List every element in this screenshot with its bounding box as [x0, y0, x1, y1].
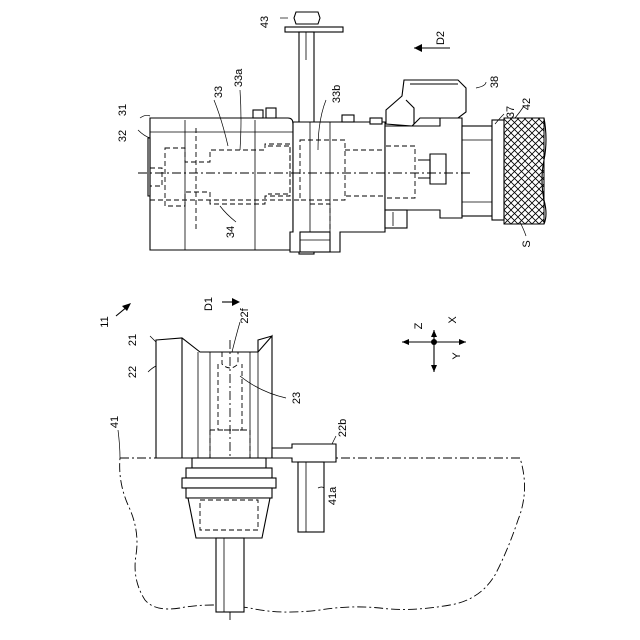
upper-connector-assembly: [138, 12, 546, 254]
label-33a: 33a: [233, 68, 245, 87]
label-41a: 41a: [327, 486, 339, 505]
label-33: 33: [213, 86, 225, 98]
connector-body-middle: [290, 115, 385, 252]
label-33b: 33b: [331, 85, 343, 103]
lower-connector-assembly: [120, 336, 525, 620]
label-d2: D2: [435, 31, 447, 45]
label-s: S: [521, 240, 533, 247]
housing-21: [156, 336, 272, 458]
label-22: 22: [127, 366, 139, 378]
label-22f: 22f: [239, 307, 251, 323]
label-34: 34: [225, 226, 237, 238]
label-axis-y: Y: [451, 352, 463, 360]
label-23: 23: [291, 392, 303, 404]
label-11: 11: [99, 316, 111, 327]
grommet-seal: [182, 458, 276, 612]
label-32: 32: [117, 130, 129, 142]
label-31: 31: [117, 104, 129, 116]
housing-31: [148, 108, 293, 250]
label-21: 21: [127, 334, 139, 346]
label-axis-z: Z: [413, 322, 425, 329]
label-axis-x: X: [447, 316, 459, 324]
axis-symbol: [402, 330, 466, 372]
label-d1: D1: [203, 297, 215, 311]
hose-42: [492, 118, 546, 224]
label-22b: 22b: [337, 419, 349, 437]
label-37: 37: [505, 106, 517, 118]
label-38: 38: [489, 76, 501, 88]
direction-arrow-d1: [222, 298, 240, 306]
reference-arrow-11: [116, 303, 131, 316]
label-41: 41: [109, 416, 121, 428]
label-43: 43: [259, 16, 271, 28]
label-42: 42: [521, 98, 533, 110]
